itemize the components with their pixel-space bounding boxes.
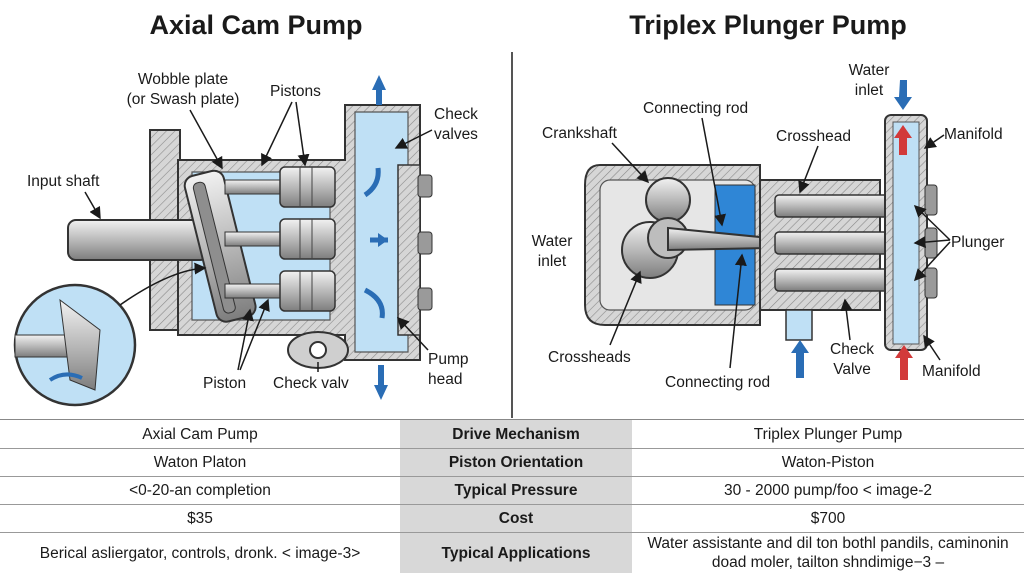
discharge-arrow-up-bottom-icon — [895, 345, 913, 380]
label-water-inlet-top: Water — [849, 62, 890, 79]
inlet-port — [785, 309, 813, 341]
flow-arrow-head-icon — [378, 233, 388, 247]
label-pump-head: Pump — [428, 351, 469, 368]
label-piston: Piston — [203, 375, 246, 392]
triplex-pump-drawing: Water inlet Connecting rod Crankshaft Cr… — [532, 62, 1005, 391]
leader-line — [295, 101, 310, 167]
label-water-inlet-left: Water — [532, 233, 573, 250]
table-row: <0-20-an completion Typical Pressure 30 … — [0, 477, 1024, 505]
leader-line — [261, 101, 293, 167]
label-manifold-bottom: Manifold — [922, 363, 981, 380]
label-manifold-top: Manifold — [944, 126, 1003, 143]
table-row: Waton Platon Piston Orientation Waton-Pi… — [0, 449, 1024, 477]
crankshaft-drawing — [645, 177, 691, 223]
piston-drawing — [224, 218, 336, 260]
label-check-valv: Check valv — [273, 375, 349, 392]
table-row-header: Cost — [400, 505, 632, 532]
leader-line — [913, 236, 951, 249]
leader-line — [84, 191, 101, 220]
label-pistons: Pistons — [270, 83, 321, 100]
flow-arrow-icon — [363, 287, 385, 319]
table-cell-triplex: 30 - 2000 pump/foo < image-2 — [723, 482, 933, 499]
water-inlet-arrow-icon — [894, 80, 912, 110]
piston-drawing — [224, 270, 336, 312]
leader-line — [840, 298, 853, 341]
piston-drawing — [224, 166, 336, 208]
axial-cam-pump-title: Axial Cam Pump — [149, 10, 363, 40]
label-crankshaft: Crankshaft — [542, 125, 618, 142]
label-crossheads: Crossheads — [548, 349, 631, 366]
leader-line — [913, 204, 951, 241]
leader-line — [237, 308, 254, 371]
leader-line — [609, 270, 642, 346]
manifold-fluid — [892, 121, 920, 345]
inset-flow-arrow-icon — [48, 372, 83, 382]
inset-callout-line — [119, 262, 207, 306]
pump-diagrams: Wobble plate (or Swash plate) Pistons Ch… — [13, 62, 1005, 407]
flow-arrow-icon — [363, 167, 381, 198]
leader-line — [798, 145, 819, 194]
bolt-icon — [924, 184, 938, 216]
label-pump-head-line2: head — [428, 371, 462, 388]
bolt-icon — [417, 231, 433, 255]
table-cell-axial: $35 — [187, 510, 213, 527]
leader-line — [239, 298, 270, 371]
label-water-inlet-top-line2: inlet — [855, 82, 884, 99]
table-cell-axial: Berical asliergator, controls, dronk. < … — [39, 544, 361, 562]
label-connecting-rod-top: Connecting rod — [643, 100, 748, 117]
table-row-header: Drive Mechanism — [400, 420, 632, 448]
table-row: Berical asliergator, controls, dronk. < … — [0, 533, 1024, 573]
comparison-table: Axial Cam Pump Drive Mechanism Triplex P… — [0, 419, 1024, 573]
label-check-valve: Check — [830, 341, 874, 358]
label-crosshead: Crosshead — [776, 128, 851, 145]
leader-line — [396, 316, 429, 351]
inlet-arrow-up-icon — [791, 340, 809, 378]
axial-pump-drawing: Wobble plate (or Swash plate) Pistons Ch… — [13, 71, 478, 407]
table-cell-axial: Waton Platon — [153, 454, 247, 471]
table-row-header: Piston Orientation — [400, 449, 632, 476]
leader-line — [394, 129, 433, 149]
table-cell-triplex: Waton-Piston — [781, 454, 875, 471]
table-row-header: Typical Pressure — [400, 477, 632, 504]
label-input-shaft: Input shaft — [27, 173, 100, 190]
label-connecting-rod-bottom: Connecting rod — [665, 374, 770, 391]
leader-line — [913, 241, 951, 282]
leader-line — [923, 134, 945, 149]
discharge-arrow-up-icon — [894, 125, 912, 155]
leader-line — [701, 117, 726, 227]
label-wobble-plate-alt: (or Swash plate) — [127, 91, 240, 108]
triplex-plunger-pump-title: Triplex Plunger Pump — [629, 10, 907, 40]
label-plunger: Plunger — [951, 234, 1004, 251]
bolt-icon — [417, 287, 433, 311]
leader-line — [923, 334, 941, 361]
table-cell-triplex: Water assistante and dil ton bothl pandi… — [647, 535, 1009, 571]
label-check-valve-line2: Valve — [833, 361, 871, 378]
inset-plate — [59, 298, 101, 391]
bolt-icon — [417, 174, 433, 198]
panel-divider — [511, 52, 513, 418]
table-cell-axial: <0-20-an completion — [129, 482, 271, 499]
label-check-valves: Check — [434, 106, 478, 123]
bolt-icon — [924, 227, 938, 259]
table-cell-triplex: $700 — [810, 510, 846, 527]
check-valve-port-icon — [309, 341, 327, 359]
leader-line — [189, 109, 223, 170]
label-water-inlet-left-line2: inlet — [538, 253, 567, 270]
input-shaft-drawing — [67, 219, 209, 261]
leader-line — [611, 142, 650, 184]
leader-line — [729, 253, 747, 369]
label-wobble-plate: Wobble plate — [138, 71, 228, 88]
label-check-valves-line2: valves — [434, 126, 478, 143]
table-cell-axial: Axial Cam Pump — [142, 425, 258, 443]
outlet-arrow-up-icon — [372, 75, 386, 105]
outlet-arrow-down-icon — [374, 365, 388, 400]
axial-end-plate — [397, 164, 421, 336]
table-cell-triplex: Triplex Plunger Pump — [753, 425, 903, 443]
bolt-icon — [924, 267, 938, 299]
table-row-header: Typical Applications — [400, 533, 632, 573]
table-row: Axial Cam Pump Drive Mechanism Triplex P… — [0, 420, 1024, 449]
table-row: $35 Cost $700 — [0, 505, 1024, 533]
